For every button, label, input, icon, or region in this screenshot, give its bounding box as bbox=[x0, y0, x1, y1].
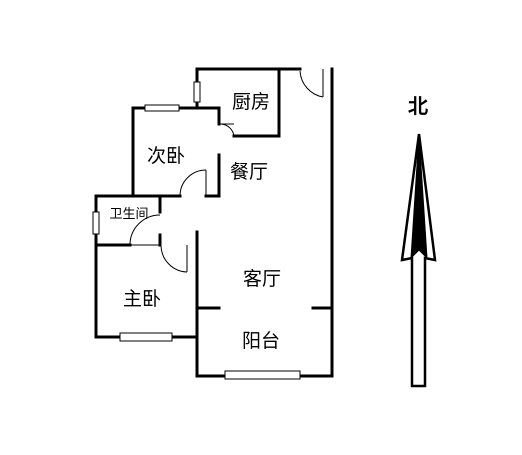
north-label: 北 bbox=[408, 94, 428, 118]
room-label-master-bedroom: 主卧 bbox=[123, 288, 161, 310]
kitchen-door bbox=[219, 123, 235, 137]
room-label-kitchen: 厨房 bbox=[232, 91, 270, 113]
room-label-balcony: 阳台 bbox=[242, 330, 280, 352]
room-label-living-room: 客厅 bbox=[243, 268, 281, 290]
second-bedroom-window bbox=[144, 104, 180, 112]
balcony-window bbox=[224, 370, 301, 380]
kitchen-window bbox=[193, 81, 201, 103]
master-bedroom-window bbox=[119, 332, 173, 342]
room-label-dining-room: 餐厅 bbox=[230, 161, 268, 183]
second-bedroom-door bbox=[179, 169, 207, 197]
bathroom-window bbox=[92, 211, 100, 235]
entrance-door bbox=[299, 69, 324, 98]
master-bedroom-door bbox=[160, 245, 188, 273]
bathroom-door bbox=[129, 214, 161, 246]
room-label-second-bedroom: 次卧 bbox=[147, 145, 185, 167]
room-label-bathroom: 卫生间 bbox=[109, 207, 148, 222]
north-arrow-icon bbox=[400, 133, 437, 388]
